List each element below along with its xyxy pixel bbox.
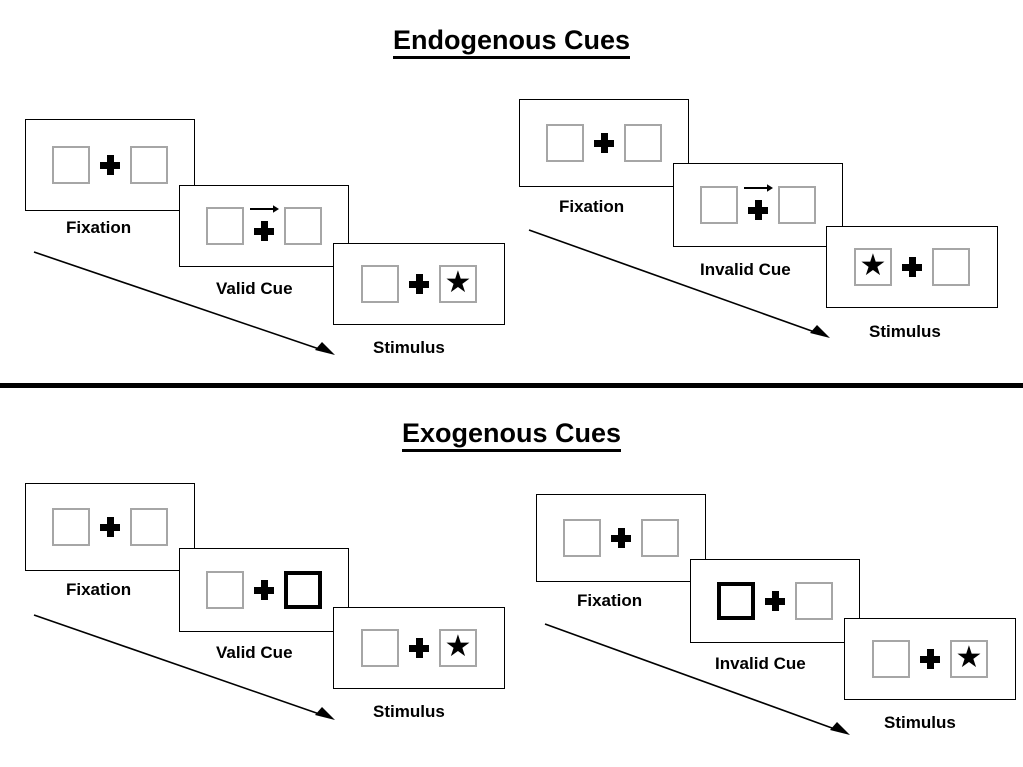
fixation-cross-icon <box>594 133 614 153</box>
right-box <box>284 207 322 245</box>
left-box <box>52 508 90 546</box>
left-box <box>872 640 910 678</box>
panel-content <box>700 183 816 227</box>
fixation-area <box>910 637 950 681</box>
left-box <box>206 571 244 609</box>
panel-exogenous-invalid-stimulus: ★ <box>844 618 1016 700</box>
section-title-endogenous-text: Endogenous Cues <box>392 25 630 59</box>
star-icon: ★ <box>955 641 983 674</box>
stage-label-endogenous-invalid-stimulus: Stimulus <box>869 322 941 341</box>
panel-endogenous-invalid-cue <box>673 163 843 247</box>
panel-content <box>206 204 322 248</box>
fixation-cross-icon <box>920 649 940 669</box>
fixation-cross-icon <box>748 200 768 220</box>
right-box <box>932 248 970 286</box>
panel-endogenous-valid-fixation <box>25 119 195 211</box>
star-icon: ★ <box>444 630 472 663</box>
panel-exogenous-invalid-cue <box>690 559 860 643</box>
panel-exogenous-invalid-fixation <box>536 494 706 582</box>
fixation-area <box>90 143 130 187</box>
stage-label-endogenous-invalid-fixation: Fixation <box>559 197 625 216</box>
section-divider <box>0 383 1023 388</box>
right-box <box>641 519 679 557</box>
star-icon: ★ <box>859 249 887 282</box>
left-box <box>361 265 399 303</box>
panel-endogenous-valid-stimulus: ★ <box>333 243 505 325</box>
left-box <box>361 629 399 667</box>
fixation-area <box>399 626 439 670</box>
panel-content <box>546 121 662 165</box>
left-box-cued <box>717 582 755 620</box>
right-box-with-target: ★ <box>439 629 477 667</box>
fixation-cross-icon <box>765 591 785 611</box>
fixation-cross-icon <box>254 580 274 600</box>
panel-exogenous-valid-fixation <box>25 483 195 571</box>
stage-label-endogenous-valid-cue: Valid Cue <box>216 279 293 298</box>
fixation-area <box>755 579 795 623</box>
right-box <box>795 582 833 620</box>
stage-label-endogenous-valid-fixation: Fixation <box>66 218 132 237</box>
left-box <box>52 146 90 184</box>
right-box <box>130 146 168 184</box>
stage-label-exogenous-valid-stimulus: Stimulus <box>373 702 445 721</box>
fixation-area <box>399 262 439 306</box>
fixation-area <box>601 516 641 560</box>
panel-endogenous-invalid-fixation <box>519 99 689 187</box>
fixation-area <box>892 245 932 289</box>
panel-content: ★ <box>854 245 970 289</box>
section-title-exogenous-text: Exogenous Cues <box>401 418 622 452</box>
fixation-cross-icon <box>611 528 631 548</box>
fixation-cross-icon <box>409 274 429 294</box>
stage-label-exogenous-valid-cue: Valid Cue <box>216 643 293 662</box>
fixation-area <box>584 121 624 165</box>
right-box <box>778 186 816 224</box>
panel-content: ★ <box>361 626 477 670</box>
fixation-area <box>90 505 130 549</box>
left-box <box>206 207 244 245</box>
fixation-cross-icon <box>100 155 120 175</box>
right-box <box>130 508 168 546</box>
left-box <box>700 186 738 224</box>
fixation-cross-icon <box>902 257 922 277</box>
left-box-with-target: ★ <box>854 248 892 286</box>
right-box-with-target: ★ <box>950 640 988 678</box>
arrow-right-icon <box>249 204 279 214</box>
stage-label-exogenous-invalid-stimulus: Stimulus <box>884 713 956 732</box>
fixation-area <box>244 568 284 612</box>
panel-content <box>563 516 679 560</box>
panel-content <box>717 579 833 623</box>
fixation-cross-icon <box>409 638 429 658</box>
panel-content: ★ <box>872 637 988 681</box>
fixation-area <box>738 183 778 227</box>
right-box-with-target: ★ <box>439 265 477 303</box>
stage-label-exogenous-invalid-cue: Invalid Cue <box>715 654 806 673</box>
stage-label-exogenous-invalid-fixation: Fixation <box>577 591 643 610</box>
fixation-cross-icon <box>254 221 274 241</box>
right-box-cued <box>284 571 322 609</box>
panel-exogenous-valid-stimulus: ★ <box>333 607 505 689</box>
panel-content <box>52 143 168 187</box>
stage-label-endogenous-invalid-cue: Invalid Cue <box>700 260 791 279</box>
left-box <box>563 519 601 557</box>
panel-endogenous-invalid-stimulus: ★ <box>826 226 998 308</box>
panel-endogenous-valid-cue <box>179 185 349 267</box>
star-icon: ★ <box>444 266 472 299</box>
left-box <box>546 124 584 162</box>
fixation-cross-icon <box>100 517 120 537</box>
panel-content: ★ <box>361 262 477 306</box>
panel-content <box>206 568 322 612</box>
fixation-area <box>244 204 284 248</box>
stage-label-endogenous-valid-stimulus: Stimulus <box>373 338 445 357</box>
right-box <box>624 124 662 162</box>
panel-content <box>52 505 168 549</box>
stage-label-exogenous-valid-fixation: Fixation <box>66 580 132 599</box>
section-title-exogenous: Exogenous Cues <box>0 418 1023 452</box>
arrow-right-icon <box>743 183 773 193</box>
section-title-endogenous: Endogenous Cues <box>0 25 1023 59</box>
panel-exogenous-valid-cue <box>179 548 349 632</box>
